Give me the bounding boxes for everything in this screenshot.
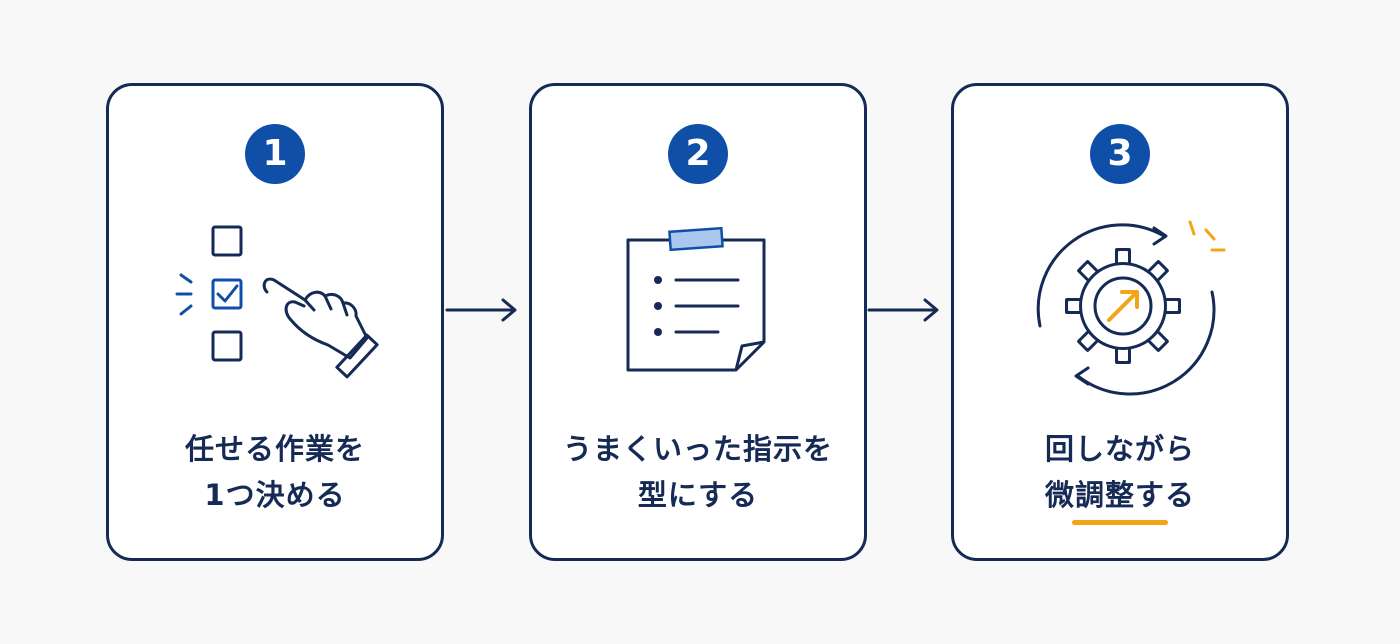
step-caption: 回しながら 微調整する xyxy=(954,426,1286,518)
step-number-badge: 2 xyxy=(668,124,728,184)
sparkle-lines-icon xyxy=(1188,220,1226,252)
step-caption-line-1: 回しながら xyxy=(1044,432,1195,466)
step-card-3: 3 xyxy=(951,83,1289,561)
empty-checkbox-icon xyxy=(211,330,243,362)
trend-arrow-icon xyxy=(1107,290,1139,322)
step-caption-line-2: 型にする xyxy=(637,478,759,512)
flow-arrow-icon xyxy=(445,292,525,328)
step-caption: 任せる作業を 1つ決める xyxy=(109,426,441,518)
step-number-badge: 3 xyxy=(1090,124,1150,184)
tape-icon xyxy=(668,226,724,252)
sparkle-lines-icon xyxy=(175,273,193,316)
step-caption-line-2: 1つ決める xyxy=(204,478,346,512)
flow-arrow-icon xyxy=(867,292,947,328)
pointing-hand-icon xyxy=(262,277,379,379)
step-number-badge: 1 xyxy=(245,124,305,184)
step-card-2: 2 うまくいった指示を 型にする xyxy=(529,83,867,561)
gear-cycle-arrow-icon xyxy=(954,206,1292,406)
cycle-arrows-icon xyxy=(1036,223,1216,396)
checkmark-icon xyxy=(216,284,239,303)
step-card-1: 1 任せる作業を 1つ決める xyxy=(106,83,444,561)
checklist-pointing-hand-icon xyxy=(109,206,447,406)
pinned-note-list-icon xyxy=(532,206,870,406)
accent-underline xyxy=(1072,520,1168,525)
step-caption-line-2: 微調整する xyxy=(1044,478,1195,512)
step-caption-line-1: うまくいった指示を xyxy=(562,432,833,466)
note-paper-icon xyxy=(626,238,766,372)
empty-checkbox-icon xyxy=(211,225,243,257)
bullet-list-icon xyxy=(654,276,662,336)
gear-icon xyxy=(1065,248,1181,364)
step-caption: うまくいった指示を 型にする xyxy=(532,426,864,518)
checked-checkbox-icon xyxy=(211,278,243,310)
step-caption-line-1: 任せる作業を xyxy=(184,432,365,466)
